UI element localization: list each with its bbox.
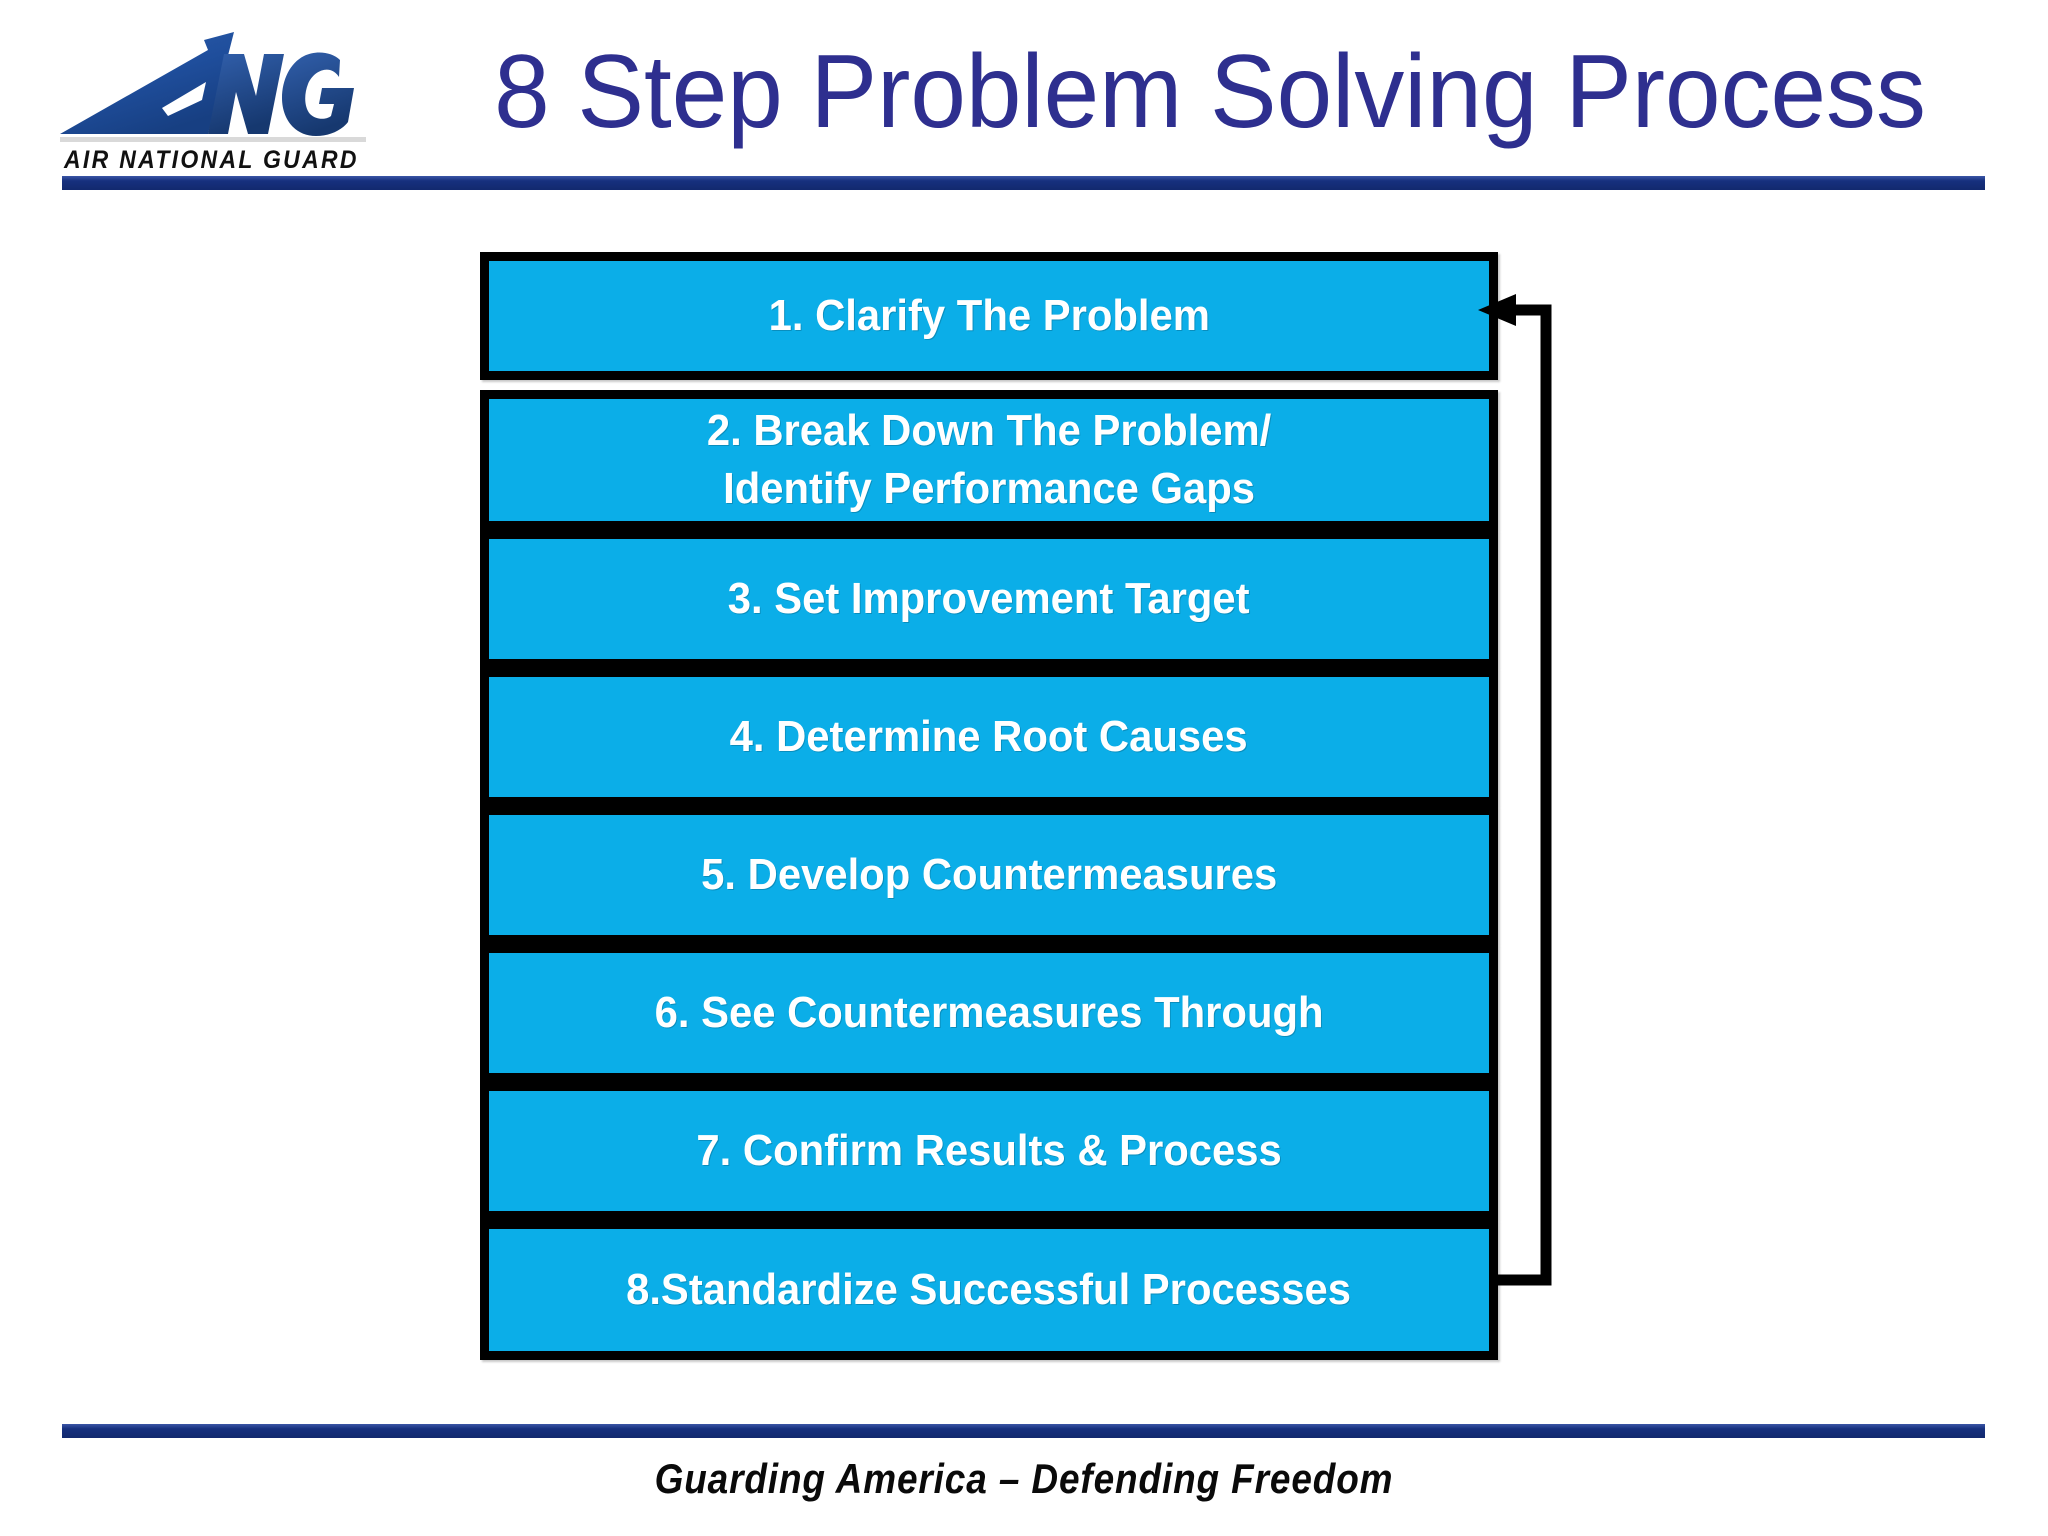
step-label-3: 3. Set Improvement Target <box>728 574 1250 623</box>
step-label-6: 6. See Countermeasures Through <box>654 988 1324 1037</box>
step-box-6[interactable]: 6. See Countermeasures Through <box>480 944 1498 1082</box>
footer-tagline: Guarding America – Defending Freedom <box>654 1455 1394 1502</box>
step-box-5[interactable]: 5. Develop Countermeasures <box>480 806 1498 944</box>
process-flow-diagram: 1. Clarify The Problem 2. Break Down The… <box>0 200 2048 1400</box>
step-box-3[interactable]: 3. Set Improvement Target <box>480 530 1498 668</box>
step-box-2[interactable]: 2. Break Down The Problem/ Identify Perf… <box>480 390 1498 530</box>
header-divider <box>62 176 1985 190</box>
step-label-1: 1. Clarify The Problem <box>768 291 1210 340</box>
step-box-7[interactable]: 7. Confirm Results & Process <box>480 1082 1498 1220</box>
step-label-7: 7. Confirm Results & Process <box>696 1126 1282 1175</box>
step-box-4[interactable]: 4. Determine Root Causes <box>480 668 1498 806</box>
ang-logo: AIR NATIONAL GUARD <box>58 30 368 180</box>
slide-header: AIR NATIONAL GUARD 8 Step Problem Solvin… <box>0 0 2048 200</box>
step-label-5: 5. Develop Countermeasures <box>700 850 1278 899</box>
ang-logo-mark <box>60 32 366 142</box>
step-label-8: 8.Standardize Successful Processes <box>626 1265 1352 1314</box>
step-box-8[interactable]: 8.Standardize Successful Processes <box>480 1220 1498 1360</box>
page-title: 8 Step Problem Solving Process <box>494 34 1926 150</box>
step-label-2: 2. Break Down The Problem/ Identify Perf… <box>706 406 1272 513</box>
step-label-4: 4. Determine Root Causes <box>729 712 1249 761</box>
step-box-1[interactable]: 1. Clarify The Problem <box>480 252 1498 380</box>
ang-logo-wordmark: AIR NATIONAL GUARD <box>64 146 359 174</box>
footer-divider <box>62 1424 1985 1438</box>
